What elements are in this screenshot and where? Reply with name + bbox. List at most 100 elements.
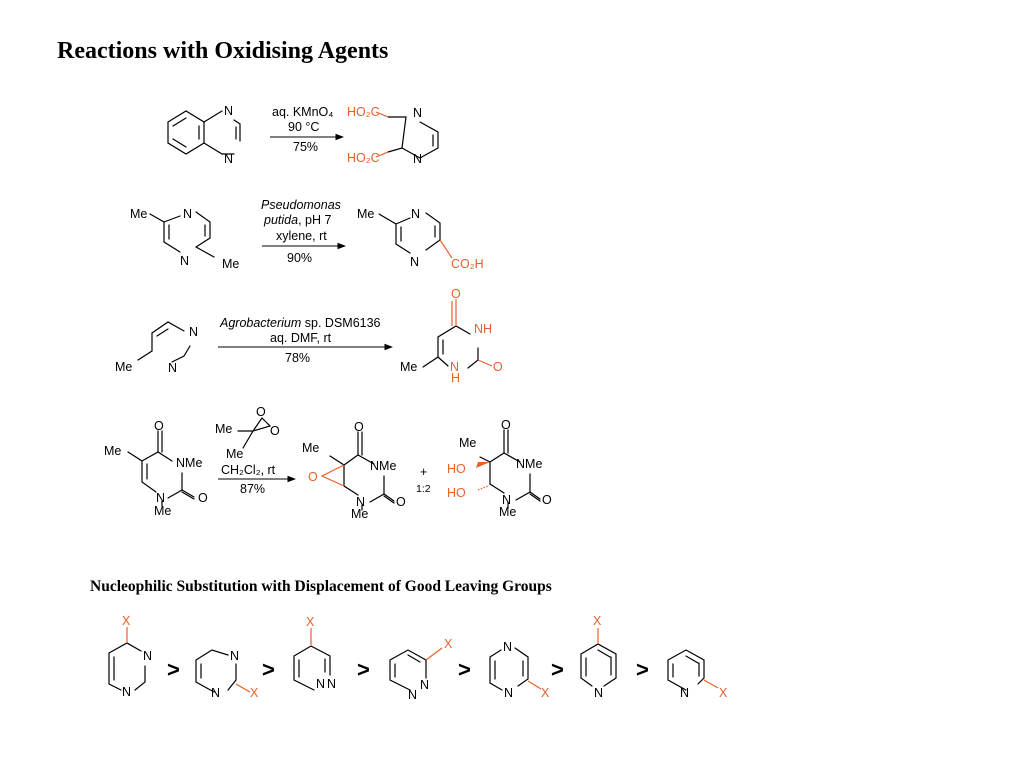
du-o2: O xyxy=(198,491,208,505)
quinoxaline-n1: N xyxy=(224,104,233,118)
ep-o4: O xyxy=(354,420,364,434)
me-group-6: Me xyxy=(104,444,121,458)
quinoxaline-structure: N N xyxy=(167,104,241,166)
dmdo-me2: Me xyxy=(226,447,243,461)
quinoxaline-n4: N xyxy=(224,152,233,166)
r2-condition-2: xylene, rt xyxy=(276,229,327,243)
leaving-group-x5: X xyxy=(541,686,550,700)
carboxyl-group: CO₂H xyxy=(451,257,484,271)
plus-sign: + xyxy=(420,465,427,479)
reaction-3: N N Me Agrobacterium sp. DSM6136 aq. DMF… xyxy=(115,287,503,385)
dimethyluracil-structure: O Me NMe N Me O xyxy=(104,419,208,518)
leaving-group-x1: X xyxy=(122,614,131,628)
du-me1: Me xyxy=(154,504,171,518)
leaving-group-x2: X xyxy=(250,686,259,700)
me-group-7: Me xyxy=(302,441,319,455)
hc7-n1: N xyxy=(680,686,689,700)
hc1-n1: N xyxy=(143,649,152,663)
pyrazine-dicarboxylic-acid-structure: HO₂C HO₂C N N xyxy=(347,105,439,166)
dmdo-o2: O xyxy=(270,424,280,438)
ep-n1: N xyxy=(356,495,365,509)
halo-heterocycle-1: X N N xyxy=(108,614,152,699)
r1-yield: 75% xyxy=(293,140,318,154)
acid-group-2: HO₂C xyxy=(347,151,380,165)
uracil-o4: O xyxy=(451,287,461,301)
mp-n3: N xyxy=(168,361,177,375)
hydroxyl-2: HO xyxy=(447,486,466,500)
halo-heterocycle-3: X N N xyxy=(293,615,336,691)
leaving-group-x6: X xyxy=(593,614,602,628)
uracil-n1: N xyxy=(450,360,459,374)
methylpyrimidine-structure: N N Me xyxy=(115,321,198,375)
reaction-2: Me N N Me Pseudomonas putida, pH 7 xylen… xyxy=(130,198,484,271)
mp-n1: N xyxy=(189,325,198,339)
separator-3: > xyxy=(357,657,370,682)
hc5-n2: N xyxy=(504,686,513,700)
r3-condition-1: sp. DSM6136 xyxy=(301,316,380,330)
r2-organism-1: Pseudomonas xyxy=(261,198,341,212)
hc3-n1: N xyxy=(316,677,325,691)
leaving-group-x7: X xyxy=(719,686,728,700)
separator-4: > xyxy=(458,657,471,682)
separator-5: > xyxy=(551,657,564,682)
section-subtitle: Nucleophilic Substitution with Displacem… xyxy=(90,578,552,595)
r2-yield: 90% xyxy=(287,251,312,265)
hc4-n1: N xyxy=(408,688,417,702)
halo-heterocycle-6: X N xyxy=(580,614,617,700)
me-group-3: Me xyxy=(357,207,374,221)
halo-heterocycle-7: N X xyxy=(667,649,728,700)
hc4-n2: N xyxy=(420,678,429,692)
separator-1: > xyxy=(167,657,180,682)
uracil-nh3: NH xyxy=(474,322,492,336)
reactivity-order: X N N > N N X > X N N xyxy=(108,614,728,702)
hc1-n2: N xyxy=(122,685,131,699)
dmdo-me1: Me xyxy=(215,422,232,436)
mpca-n1: N xyxy=(411,207,420,221)
r1-condition-1: aq. KMnO₄ xyxy=(272,105,333,119)
halo-heterocycle-2: N N X xyxy=(195,649,259,700)
me-group-2: Me xyxy=(222,257,239,271)
hc2-n1: N xyxy=(230,649,239,663)
dimethylpyrazine-structure: Me N N Me xyxy=(130,207,239,271)
r2-condition-line-2: putida, pH 7 xyxy=(263,213,331,227)
hydroxyl-1: HO xyxy=(447,462,466,476)
r1-condition-2: 90 °C xyxy=(288,120,319,134)
leaving-group-x4: X xyxy=(444,637,453,651)
halo-heterocycle-5: N N X xyxy=(489,640,550,700)
du-n1: N xyxy=(156,491,165,505)
leaving-group-x3: X xyxy=(306,615,315,629)
r3-condition-2: aq. DMF, rt xyxy=(270,331,332,345)
hc3-n2: N xyxy=(327,677,336,691)
pyrazine-n4: N xyxy=(413,152,422,166)
page-title: Reactions with Oxidising Agents xyxy=(57,38,389,64)
diol-o2: O xyxy=(542,493,552,507)
me-group-4: Me xyxy=(115,360,132,374)
r3-organism: Agrobacterium xyxy=(219,316,301,330)
me-group-1: Me xyxy=(130,207,147,221)
uracil-h1: H xyxy=(451,371,460,385)
ep-o2: O xyxy=(396,495,406,509)
diol-me1: Me xyxy=(499,505,516,519)
uracil-o2: O xyxy=(493,360,503,374)
diol-product-structure: O Me NMe HO HO N Me O xyxy=(447,418,552,519)
hc2-n2: N xyxy=(211,686,220,700)
reaction-1: N N aq. KMnO₄ 90 °C 75% HO₂C HO₂C N N xyxy=(167,104,439,166)
hc5-n1: N xyxy=(503,640,512,654)
epoxide-product-structure: O Me NMe O N Me O xyxy=(302,420,406,521)
me-group-8: Me xyxy=(459,436,476,450)
dmp-n4: N xyxy=(180,254,189,268)
du-nme3: NMe xyxy=(176,456,202,470)
separator-2: > xyxy=(262,657,275,682)
mpca-n4: N xyxy=(410,255,419,269)
r3-condition-line-1: Agrobacterium sp. DSM6136 xyxy=(219,316,381,330)
hc6-n1: N xyxy=(594,686,603,700)
separator-6: > xyxy=(636,657,649,682)
epoxide-o: O xyxy=(308,470,318,484)
pyrazine-n1: N xyxy=(413,106,422,120)
reaction-4: O Me NMe N Me O O O Me Me CH₂Cl₂, rt 87% xyxy=(104,405,552,521)
dmp-n1: N xyxy=(183,207,192,221)
r3-yield: 78% xyxy=(285,351,310,365)
product-ratio: 1:2 xyxy=(416,483,431,495)
me-group-5: Me xyxy=(400,360,417,374)
